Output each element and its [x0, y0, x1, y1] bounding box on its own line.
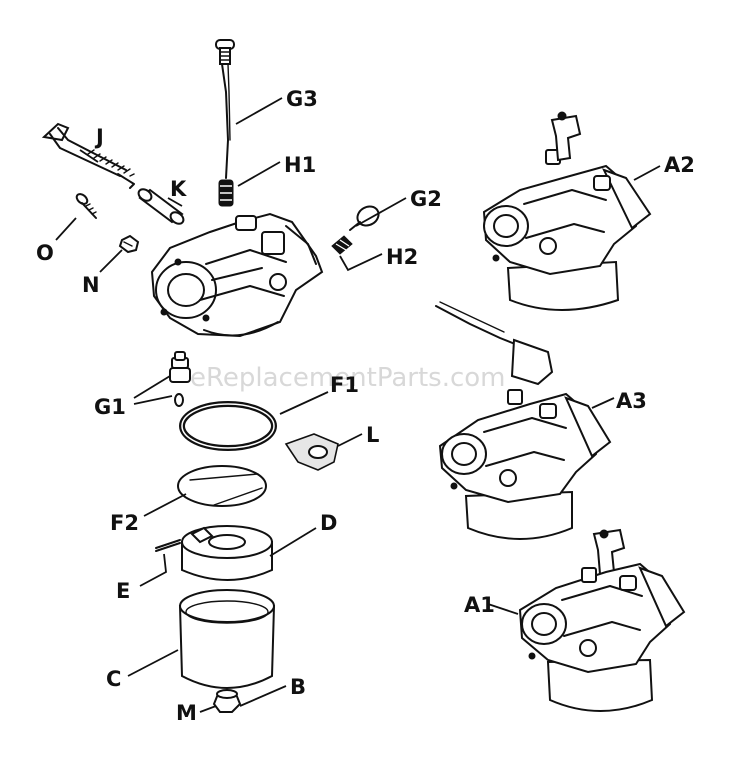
- part-e-float-pin: [155, 539, 181, 552]
- part-g1-fitting: [169, 351, 191, 407]
- part-f1-o-ring: [179, 401, 277, 451]
- label-f2: F2: [110, 511, 139, 535]
- part-o-screw: [75, 193, 97, 219]
- part-g3-needle-screw: [215, 39, 235, 179]
- part-n-nut: [118, 234, 140, 254]
- label-l: L: [366, 423, 379, 447]
- label-d: D: [320, 511, 337, 535]
- label-g3: G3: [286, 87, 318, 111]
- part-a2-carburetor-assembly: [482, 111, 652, 311]
- label-a1: A1: [464, 593, 495, 617]
- label-j: J: [94, 125, 104, 149]
- leader-lines: [55, 97, 661, 713]
- label-c: C: [106, 667, 121, 691]
- part-carburetor-body: [150, 212, 324, 338]
- part-h2-idle-spring: [331, 235, 353, 255]
- label-h2: H2: [386, 245, 418, 269]
- part-h1-spring: [218, 179, 234, 207]
- label-g2: G2: [410, 187, 442, 211]
- label-e: E: [116, 579, 130, 603]
- watermark-text: eReplacementParts.com: [190, 363, 506, 393]
- part-k-sleeve: [137, 188, 185, 225]
- part-d-float: [181, 525, 273, 581]
- label-a2: A2: [664, 153, 695, 177]
- part-f2-gasket: [177, 465, 267, 507]
- part-g2-idle-screw: [349, 205, 380, 231]
- part-m-b-bowl-nut: [212, 689, 242, 713]
- label-n: N: [82, 273, 100, 297]
- part-c-float-bowl: [178, 589, 276, 689]
- label-k: K: [170, 177, 187, 201]
- part-a3-carburetor-assembly: [435, 301, 612, 540]
- label-m: M: [176, 701, 197, 725]
- part-a1-carburetor-assembly: [518, 528, 686, 712]
- label-f1: F1: [330, 373, 359, 397]
- label-b: B: [290, 675, 306, 699]
- label-a3: A3: [616, 389, 647, 413]
- label-o: O: [36, 241, 54, 265]
- label-h1: H1: [284, 153, 316, 177]
- label-g1: G1: [94, 395, 126, 419]
- part-j-choke-shaft: [41, 122, 135, 189]
- part-l-gasket: [284, 433, 339, 471]
